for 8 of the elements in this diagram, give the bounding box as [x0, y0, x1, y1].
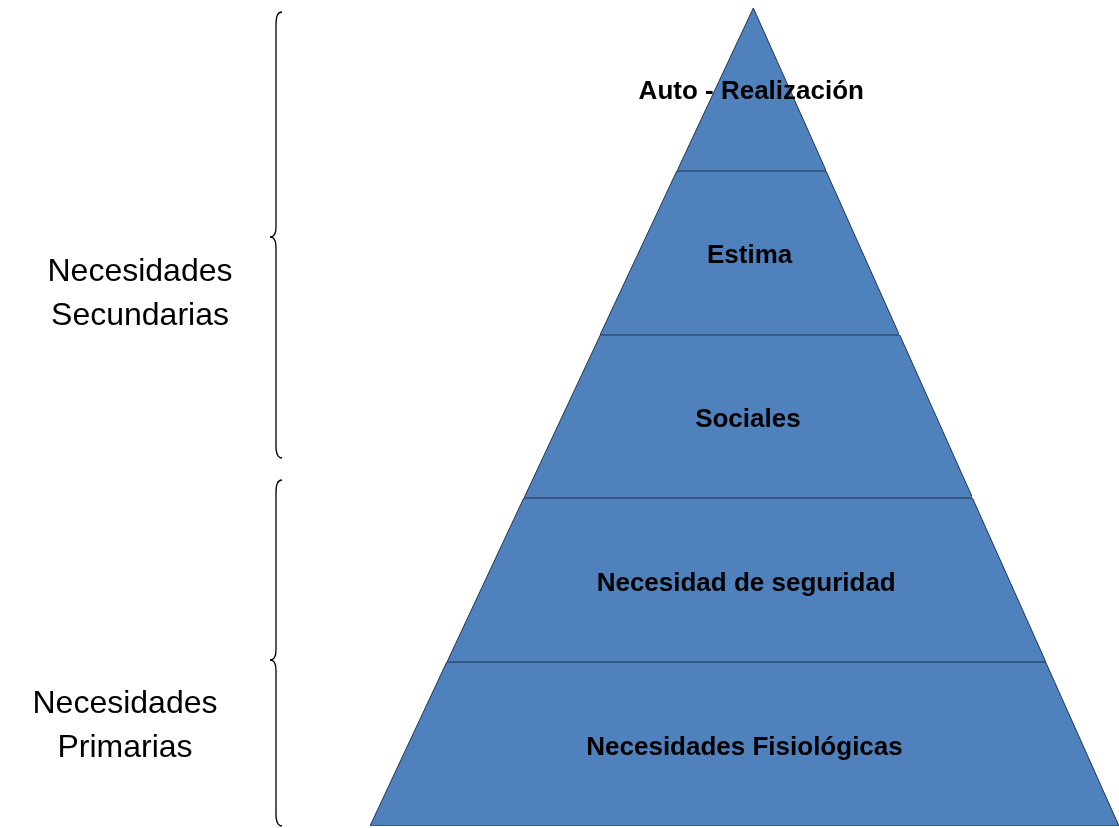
level-label: Estima: [705, 239, 794, 270]
group-label: Necesidades Primarias: [31, 683, 219, 766]
pyramid-level: [523, 335, 973, 498]
pyramid-level: [446, 498, 1046, 662]
pyramid-level: [370, 662, 1119, 826]
level-label: Sociales: [694, 403, 802, 434]
group-label: Necesidades Secundarias: [46, 251, 234, 334]
level-label: Necesidad de seguridad: [595, 567, 897, 598]
